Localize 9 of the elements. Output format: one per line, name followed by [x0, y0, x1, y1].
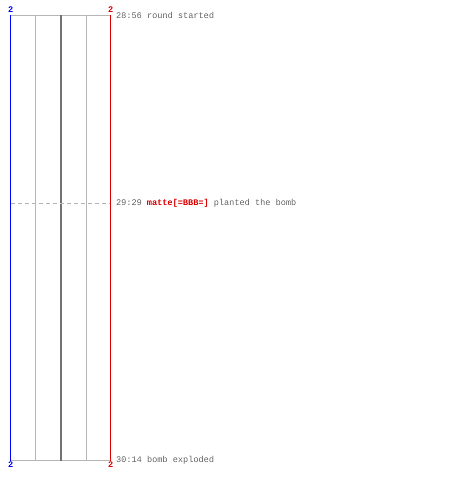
player-count: 2	[108, 460, 114, 470]
player-count: 2	[8, 5, 14, 15]
event-text: 28:56 round started	[116, 11, 214, 21]
timestamp: 29:29	[116, 198, 142, 208]
event-text: planted the bomb	[214, 198, 296, 208]
player-count: 2	[108, 5, 114, 15]
event-text: 30:14 bomb exploded	[116, 455, 214, 465]
player-name: matte[=BBB=]	[146, 198, 209, 208]
player-count: 2	[8, 460, 14, 470]
